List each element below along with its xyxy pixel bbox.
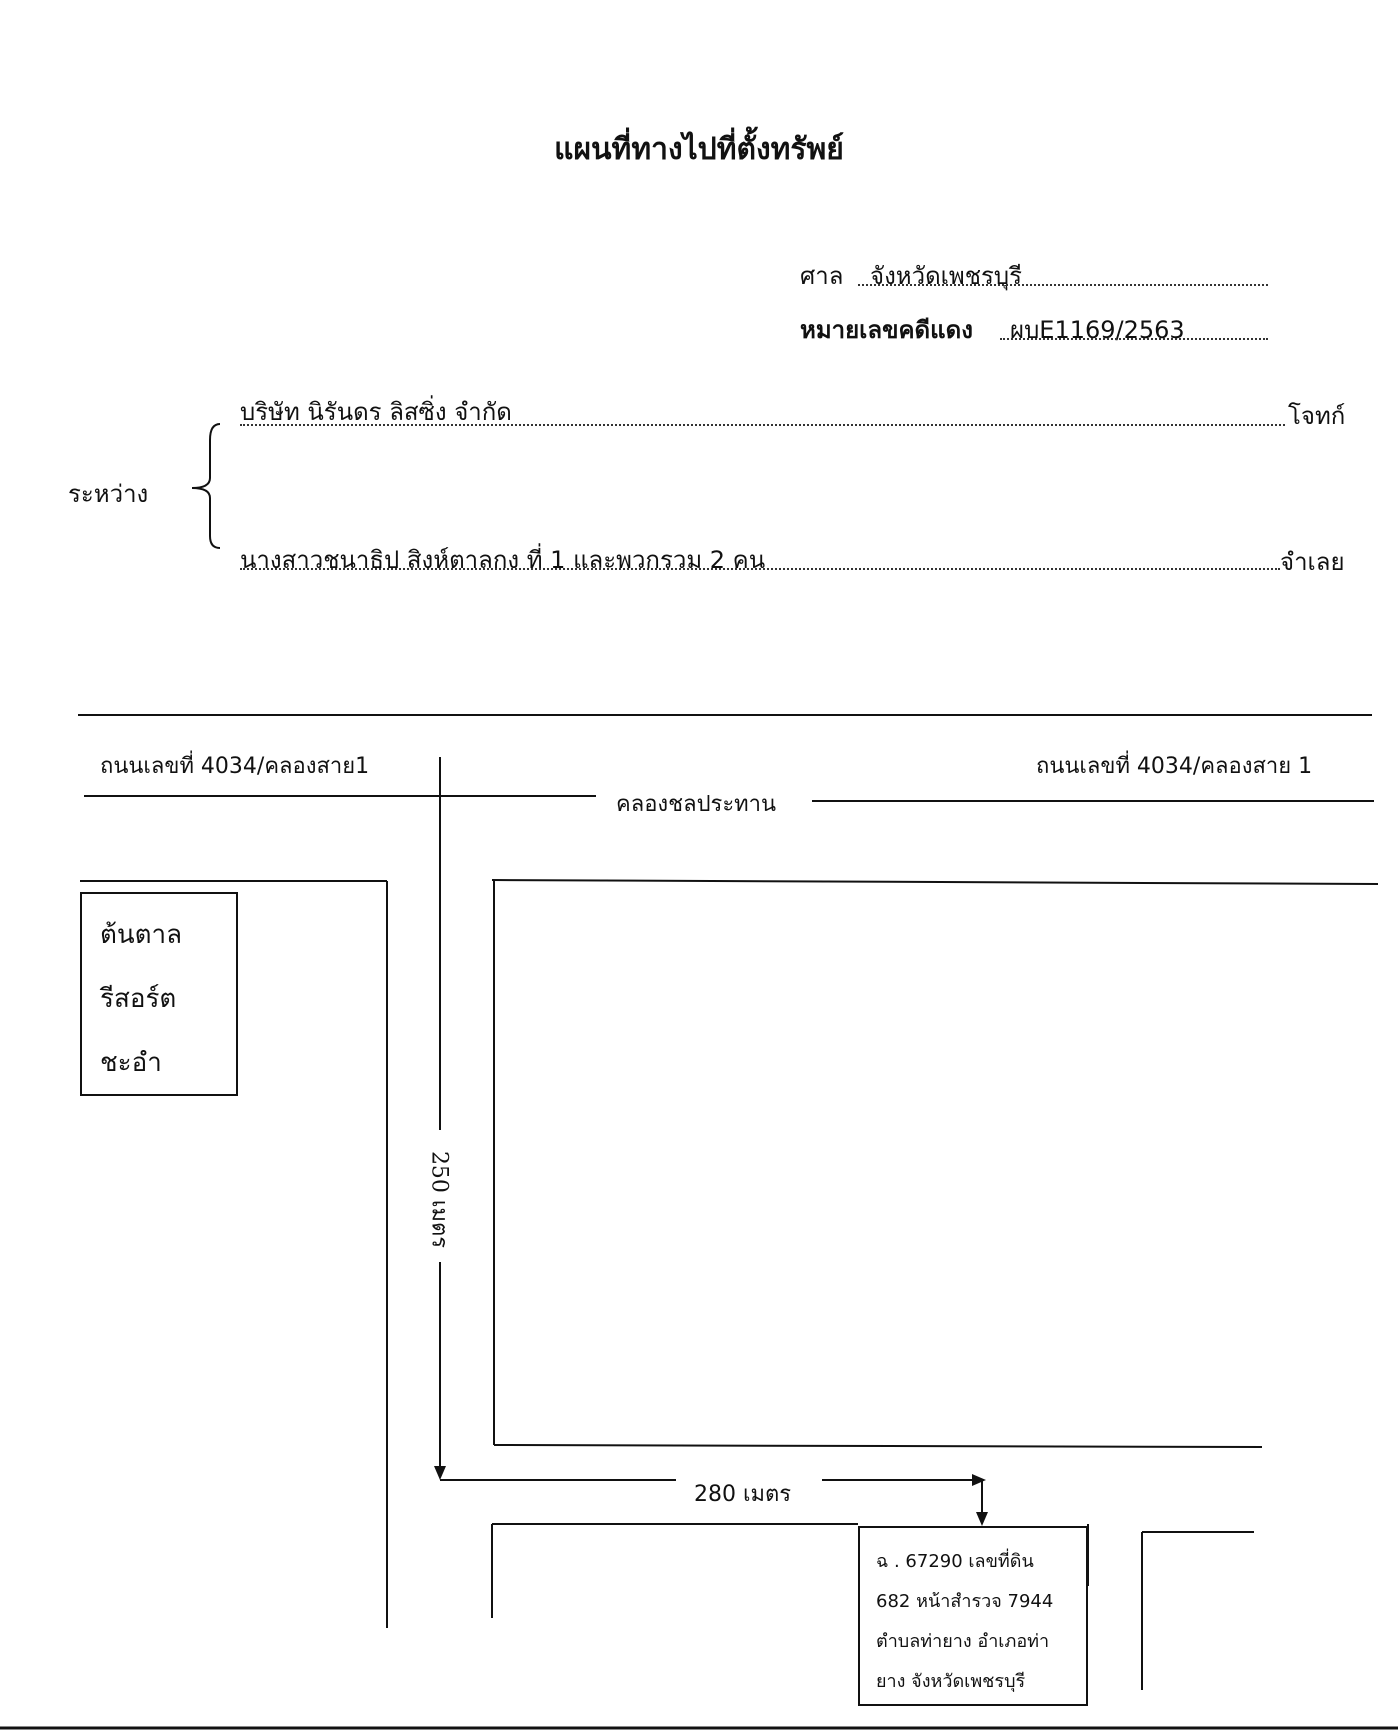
route-vertical-arrowhead [434,1466,446,1480]
plaintiff-dotted-line [240,424,1285,426]
landmark-line-1: ต้นตาล [100,920,183,950]
property-box: ฉ . 67290 เลขที่ดิน 682 หน้าสำรวจ 7944 ต… [858,1526,1088,1706]
property-line-3: ตำบลท่ายาง อำเภอท่า [876,1631,1050,1652]
right-block-top [491,879,1379,885]
case-dotted-line [1000,338,1268,340]
property-line-1: ฉ . 67290 เลขที่ดิน [876,1551,1034,1572]
horizontal-distance-label: 280 เมตร [694,1482,792,1507]
canal-label: คลองชลประทาน [616,792,777,817]
landmark-line-3: ชะอำ [100,1048,162,1078]
between-label: ระหว่าง [68,480,149,508]
landmark-line-2: รีสอร์ต [100,984,177,1014]
party-brace [191,423,221,549]
landmark-box: ต้นตาล รีสอร์ต ชะอำ [80,892,238,1096]
court-dotted-line [858,284,1268,286]
road-left-label: ถนนเลขที่ 4034/คลองสาย1 [100,754,370,779]
right-block-bottom [493,1444,1263,1448]
route-drop-arrowhead [976,1512,988,1526]
vertical-distance-label: 250 เมตร [426,1150,452,1249]
case-label: หมายเลขคดีแดง [800,316,973,344]
document-title: แผนที่ทางไปที่ตั้งทรัพย์ [554,132,844,167]
court-label: ศาล [800,262,844,290]
defendant-role: จำเลย [1280,548,1345,576]
route-horizontal-arrowhead [972,1474,986,1486]
property-line-4: ยาง จังหวัดเพชรบุรี [876,1671,1026,1692]
plaintiff-role: โจทก์ [1288,402,1346,430]
road-right-label: ถนนเลขที่ 4034/คลองสาย 1 [1036,754,1313,779]
property-line-2: 682 หน้าสำรวจ 7944 [876,1591,1054,1612]
defendant-dotted-line [240,568,1280,570]
plaintiff-name: บริษัท นิรันดร ลิสซิ่ง จำกัด [240,398,512,426]
